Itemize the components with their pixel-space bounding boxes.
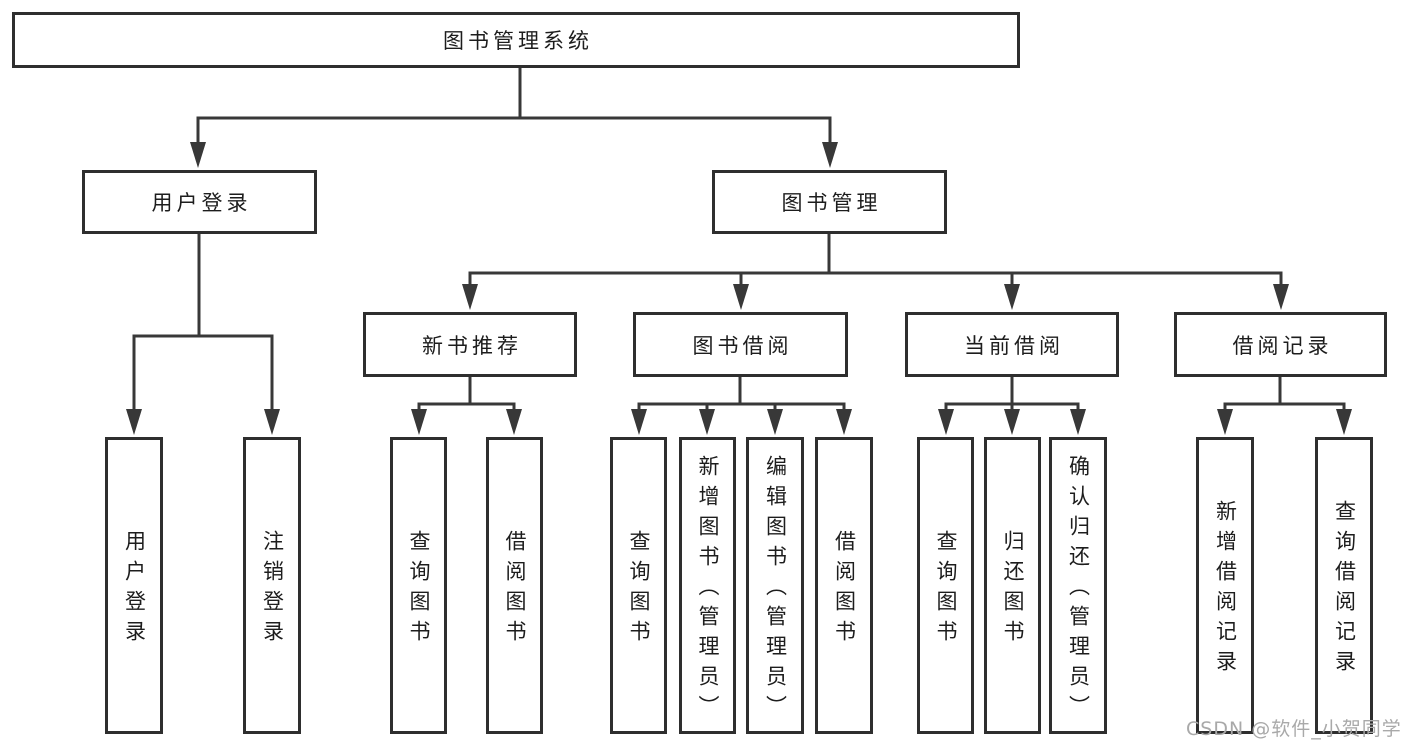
leaf-query-borrow-record: 查询借阅记录 [1315, 437, 1373, 734]
arrowhead [733, 284, 749, 310]
leaf-label: 编辑图书（管理员） [763, 455, 788, 725]
arrowhead [1217, 409, 1233, 435]
leaf-label: 新增图书（管理员） [696, 455, 720, 725]
leaf-confirm-return-admin: 确认归还（管理员） [1049, 437, 1107, 734]
node-book-management: 图书管理 [712, 170, 947, 234]
node-new-book-recommend: 新书推荐 [363, 312, 577, 377]
leaf-logout-login: 注销登录 [243, 437, 301, 734]
arrowhead [126, 409, 142, 435]
leaf-label: 新增借阅记录 [1213, 500, 1238, 680]
arrowhead [1273, 284, 1289, 310]
leaf-user-login: 用户登录 [105, 437, 163, 734]
leaf-label: 查询借阅记录 [1332, 500, 1357, 680]
leaf-borrow-book: 借阅图书 [815, 437, 873, 734]
leaf-label: 借阅图书 [503, 530, 527, 650]
leaf-current-query-book: 查询图书 [917, 437, 974, 734]
arrowhead [1070, 409, 1086, 435]
arrowhead [190, 142, 206, 168]
leaf-recommend-borrow-book: 借阅图书 [486, 437, 543, 734]
arrowhead [631, 409, 647, 435]
leaf-label: 查询图书 [407, 530, 431, 650]
arrowhead [1004, 284, 1020, 310]
node-borrow-records: 借阅记录 [1174, 312, 1387, 377]
leaf-label: 确认归还（管理员） [1066, 455, 1091, 725]
leaf-label: 查询图书 [627, 530, 651, 650]
leaf-return-book: 归还图书 [984, 437, 1041, 734]
leaf-label: 查询图书 [934, 530, 958, 650]
arrowhead [836, 409, 852, 435]
node-root: 图书管理系统 [12, 12, 1020, 68]
leaf-label: 注销登录 [260, 530, 285, 650]
node-book-borrow: 图书借阅 [633, 312, 848, 377]
leaf-label: 借阅图书 [832, 530, 857, 650]
arrowhead [1336, 409, 1352, 435]
arrowhead [822, 142, 838, 168]
node-current-borrow: 当前借阅 [905, 312, 1119, 377]
leaf-add-book-admin: 新增图书（管理员） [679, 437, 736, 734]
arrowhead [411, 409, 427, 435]
leaf-edit-book-admin: 编辑图书（管理员） [746, 437, 804, 734]
leaf-label: 归还图书 [1001, 530, 1025, 650]
arrowhead [1004, 409, 1020, 435]
leaf-recommend-query-book: 查询图书 [390, 437, 447, 734]
arrowhead [767, 409, 783, 435]
csdn-watermark: CSDN @软件_小贺同学 [1186, 718, 1402, 740]
leaf-label: 用户登录 [122, 530, 147, 650]
node-user-login: 用户登录 [82, 170, 317, 234]
arrowhead [506, 409, 522, 435]
leaf-add-borrow-record: 新增借阅记录 [1196, 437, 1254, 734]
arrowhead [699, 409, 715, 435]
arrowhead [938, 409, 954, 435]
arrowhead [264, 409, 280, 435]
arrowhead [462, 284, 478, 310]
leaf-borrow-query-book: 查询图书 [610, 437, 667, 734]
